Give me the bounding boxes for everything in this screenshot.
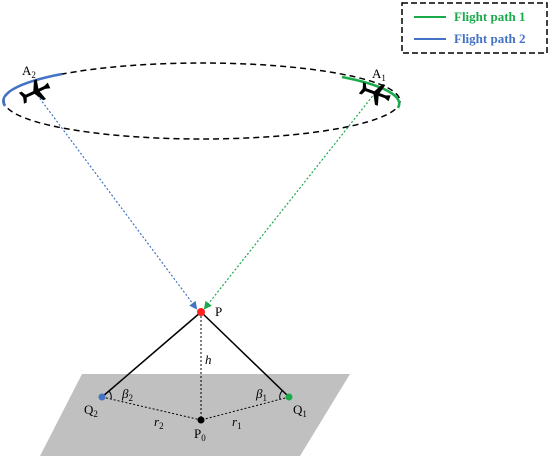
line-p-q2 <box>101 311 202 398</box>
ground-point-q1 <box>285 393 293 401</box>
sight-line-a1 <box>203 92 376 310</box>
label-r1: r1 <box>232 414 242 431</box>
label-beta2: β2 <box>121 386 133 403</box>
legend-label-path-1: Flight path 1 <box>454 9 526 24</box>
aircraft-icon <box>18 79 51 104</box>
legend: Flight path 1 Flight path 2 <box>401 2 548 54</box>
sight-line-a2 <box>34 91 198 310</box>
line-q2-p0 <box>101 396 202 421</box>
label-h: h <box>205 352 212 367</box>
legend-label-path-2: Flight path 2 <box>454 31 526 46</box>
label-q2: Q2 <box>84 402 98 419</box>
label-a2: A2 <box>22 63 36 80</box>
label-a1: A1 <box>372 66 386 83</box>
ground-point-p0 <box>197 416 205 424</box>
flight-orbit <box>3 62 401 140</box>
label-r2: r2 <box>154 414 164 431</box>
label-q1: Q1 <box>293 402 307 419</box>
ground-point-q2 <box>98 393 106 401</box>
aircraft-icon <box>358 82 391 106</box>
flight-path-2-arc <box>2 72 63 107</box>
line-p-q1 <box>200 311 290 398</box>
target-point-p <box>197 308 205 316</box>
legend-box <box>401 2 548 54</box>
label-p: P <box>215 304 222 319</box>
label-beta1: β1 <box>255 386 267 403</box>
label-p0: P0 <box>194 426 206 443</box>
ground-plane <box>40 374 350 456</box>
flight-path-1-arc <box>341 75 401 109</box>
line-q1-p0 <box>200 396 290 421</box>
angle-mark-beta1 <box>279 390 283 400</box>
angle-mark-beta2 <box>108 390 112 400</box>
